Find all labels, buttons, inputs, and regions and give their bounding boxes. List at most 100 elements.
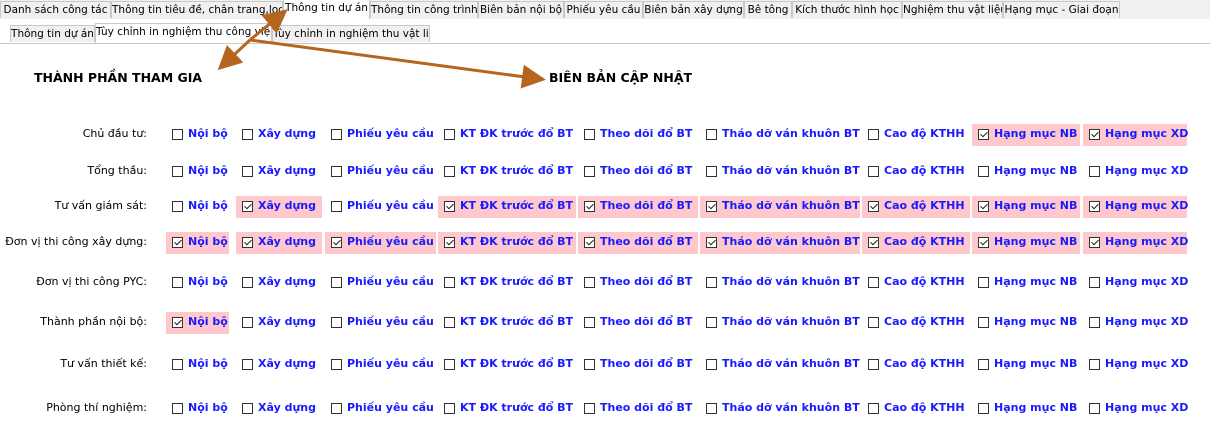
checkbox-7[interactable]: Hạng mục NB	[972, 272, 1080, 294]
top-tab-7[interactable]: Bê tông	[744, 1, 792, 18]
checkbox-6[interactable]: Cao độ KTHH	[862, 354, 970, 376]
checkbox-box[interactable]	[444, 237, 455, 248]
checkbox-1[interactable]: Xây dựng	[236, 161, 322, 183]
checkbox-box[interactable]	[331, 201, 342, 212]
checkbox-box[interactable]	[706, 237, 717, 248]
checkbox-3[interactable]: KT ĐK trước đổ BT	[438, 232, 576, 254]
checkbox-box[interactable]	[242, 277, 253, 288]
checkbox-5[interactable]: Tháo dỡ ván khuôn BT	[700, 312, 860, 334]
checkbox-box[interactable]	[444, 403, 455, 414]
checkbox-7[interactable]: Hạng mục NB	[972, 398, 1080, 420]
checkbox-box[interactable]	[1089, 277, 1100, 288]
checkbox-7[interactable]: Hạng mục NB	[972, 232, 1080, 254]
checkbox-4[interactable]: Theo dõi đổ BT	[578, 124, 698, 146]
checkbox-box[interactable]	[242, 237, 253, 248]
checkbox-box[interactable]	[331, 359, 342, 370]
checkbox-5[interactable]: Tháo dỡ ván khuôn BT	[700, 161, 860, 183]
checkbox-box[interactable]	[584, 359, 595, 370]
checkbox-box[interactable]	[978, 237, 989, 248]
checkbox-1[interactable]: Xây dựng	[236, 354, 322, 376]
checkbox-4[interactable]: Theo dõi đổ BT	[578, 398, 698, 420]
checkbox-6[interactable]: Cao độ KTHH	[862, 161, 970, 183]
checkbox-4[interactable]: Theo dõi đổ BT	[578, 354, 698, 376]
checkbox-box[interactable]	[172, 237, 183, 248]
checkbox-box[interactable]	[444, 359, 455, 370]
checkbox-box[interactable]	[1089, 317, 1100, 328]
checkbox-box[interactable]	[868, 237, 879, 248]
checkbox-box[interactable]	[706, 359, 717, 370]
checkbox-2[interactable]: Phiếu yêu cầu	[325, 398, 436, 420]
checkbox-4[interactable]: Theo dõi đổ BT	[578, 232, 698, 254]
checkbox-box[interactable]	[868, 129, 879, 140]
checkbox-5[interactable]: Tháo dỡ ván khuôn BT	[700, 398, 860, 420]
checkbox-box[interactable]	[1089, 166, 1100, 177]
checkbox-box[interactable]	[978, 317, 989, 328]
checkbox-7[interactable]: Hạng mục NB	[972, 312, 1080, 334]
checkbox-4[interactable]: Theo dõi đổ BT	[578, 312, 698, 334]
checkbox-box[interactable]	[978, 166, 989, 177]
checkbox-box[interactable]	[1089, 201, 1100, 212]
checkbox-box[interactable]	[444, 166, 455, 177]
checkbox-box[interactable]	[584, 201, 595, 212]
checkbox-box[interactable]	[868, 201, 879, 212]
checkbox-box[interactable]	[444, 317, 455, 328]
checkbox-3[interactable]: KT ĐK trước đổ BT	[438, 398, 576, 420]
checkbox-6[interactable]: Cao độ KTHH	[862, 232, 970, 254]
checkbox-8[interactable]: Hạng mục XD	[1083, 124, 1188, 146]
checkbox-0[interactable]: Nội bộ	[166, 196, 229, 218]
checkbox-5[interactable]: Tháo dỡ ván khuôn BT	[700, 232, 860, 254]
checkbox-box[interactable]	[172, 166, 183, 177]
checkbox-1[interactable]: Xây dựng	[236, 124, 322, 146]
checkbox-3[interactable]: KT ĐK trước đổ BT	[438, 272, 576, 294]
checkbox-box[interactable]	[331, 277, 342, 288]
checkbox-box[interactable]	[978, 277, 989, 288]
checkbox-1[interactable]: Xây dựng	[236, 312, 322, 334]
checkbox-8[interactable]: Hạng mục XD	[1083, 398, 1188, 420]
checkbox-1[interactable]: Xây dựng	[236, 232, 322, 254]
checkbox-box[interactable]	[331, 237, 342, 248]
checkbox-box[interactable]	[868, 277, 879, 288]
checkbox-0[interactable]: Nội bộ	[166, 124, 229, 146]
checkbox-1[interactable]: Xây dựng	[236, 398, 322, 420]
top-tab-8[interactable]: Kích thước hình học	[792, 1, 902, 18]
checkbox-2[interactable]: Phiếu yêu cầu	[325, 354, 436, 376]
checkbox-box[interactable]	[242, 317, 253, 328]
checkbox-box[interactable]	[331, 317, 342, 328]
top-tab-6[interactable]: Biên bản xây dựng	[643, 1, 744, 18]
checkbox-4[interactable]: Theo dõi đổ BT	[578, 196, 698, 218]
checkbox-box[interactable]	[172, 403, 183, 414]
checkbox-box[interactable]	[868, 403, 879, 414]
top-tab-1[interactable]: Thông tin tiêu đề, chân trang,logo	[111, 1, 283, 18]
checkbox-box[interactable]	[706, 129, 717, 140]
checkbox-8[interactable]: Hạng mục XD	[1083, 196, 1188, 218]
checkbox-2[interactable]: Phiếu yêu cầu	[325, 124, 436, 146]
top-tab-4[interactable]: Biên bản nội bộ	[478, 1, 564, 18]
checkbox-box[interactable]	[706, 403, 717, 414]
top-tab-9[interactable]: Nghiệm thu vật liệu	[902, 1, 1003, 18]
checkbox-8[interactable]: Hạng mục XD	[1083, 354, 1188, 376]
checkbox-box[interactable]	[242, 129, 253, 140]
checkbox-2[interactable]: Phiếu yêu cầu	[325, 161, 436, 183]
checkbox-box[interactable]	[706, 201, 717, 212]
checkbox-3[interactable]: KT ĐK trước đổ BT	[438, 161, 576, 183]
checkbox-2[interactable]: Phiếu yêu cầu	[325, 196, 436, 218]
checkbox-box[interactable]	[444, 277, 455, 288]
top-tab-3[interactable]: Thông tin công trình	[370, 1, 478, 18]
checkbox-3[interactable]: KT ĐK trước đổ BT	[438, 124, 576, 146]
checkbox-box[interactable]	[706, 317, 717, 328]
checkbox-box[interactable]	[584, 403, 595, 414]
checkbox-box[interactable]	[868, 166, 879, 177]
checkbox-box[interactable]	[172, 359, 183, 370]
checkbox-3[interactable]: KT ĐK trước đổ BT	[438, 354, 576, 376]
checkbox-box[interactable]	[331, 166, 342, 177]
checkbox-box[interactable]	[978, 403, 989, 414]
top-tab-10[interactable]: Hạng mục - Giai đoạn	[1003, 1, 1120, 18]
checkbox-box[interactable]	[242, 359, 253, 370]
checkbox-2[interactable]: Phiếu yêu cầu	[325, 232, 436, 254]
checkbox-2[interactable]: Phiếu yêu cầu	[325, 272, 436, 294]
top-tab-5[interactable]: Phiếu yêu cầu	[564, 1, 643, 18]
checkbox-7[interactable]: Hạng mục NB	[972, 354, 1080, 376]
checkbox-7[interactable]: Hạng mục NB	[972, 161, 1080, 183]
checkbox-8[interactable]: Hạng mục XD	[1083, 161, 1188, 183]
checkbox-box[interactable]	[978, 359, 989, 370]
